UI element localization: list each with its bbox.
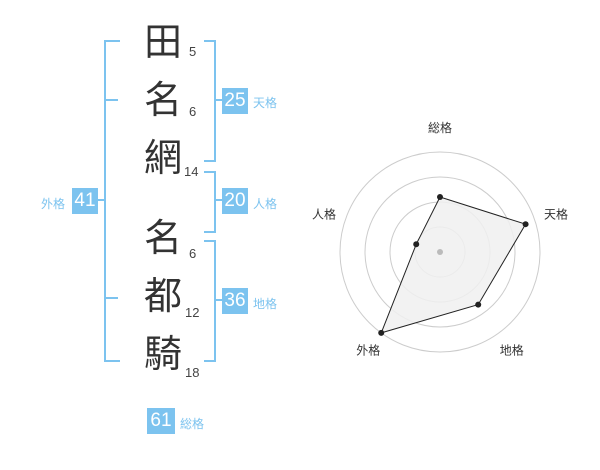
surname-char-1: 田 [143,20,182,64]
radar-point [475,301,482,308]
bracket-tick [106,99,118,101]
stroke-count-4: 6 [189,246,197,261]
radar-point [413,241,420,248]
tenkaku-label: 天格 [253,96,278,110]
surname-char-3: 網 [143,136,182,180]
chikaku-bracket [204,240,216,362]
radar-axis-label: 地格 [500,343,524,358]
stroke-count-1: 5 [189,44,197,59]
radar-axis-label: 天格 [544,206,568,221]
given-char-1: 名 [143,216,182,260]
jinkaku-bracket [204,171,216,233]
stroke-count-5: 12 [185,305,200,320]
radar-axis-label: 外格 [356,343,380,358]
soukaku-label: 総格 [180,417,205,431]
gaikaku-bracket [104,40,120,362]
radar-axis-label: 人格 [312,206,336,221]
chikaku-connector [214,299,222,301]
gaikaku-value: 41 [72,188,98,214]
jinkaku-label: 人格 [253,197,278,211]
chikaku-label: 地格 [253,297,278,311]
surname-char-2: 名 [143,78,182,122]
radar-ring [364,176,516,328]
radar-point [437,194,443,200]
given-char-2: 都 [143,274,182,318]
stroke-count-3: 14 [184,164,199,179]
jinkaku-connector [214,199,222,201]
gaikaku-label: 外格 [41,197,66,211]
tenkaku-value: 25 [222,88,248,114]
chikaku-value: 36 [222,288,248,314]
radar-center-dot [437,249,443,255]
stroke-count-2: 6 [189,104,197,119]
jinkaku-value: 20 [222,188,248,214]
given-char-3: 騎 [143,332,182,376]
radar-ring [339,151,541,353]
gaikaku-connector [98,199,106,201]
tenkaku-connector [214,99,222,101]
radar-point [522,221,529,228]
radar-area [380,196,527,334]
stroke-count-6: 18 [185,365,200,380]
bracket-tick [106,297,118,299]
radar-point [378,329,385,336]
radar-axis-label: 総格 [428,120,452,135]
tenkaku-bracket [204,40,216,162]
soukaku-value: 61 [147,408,175,434]
